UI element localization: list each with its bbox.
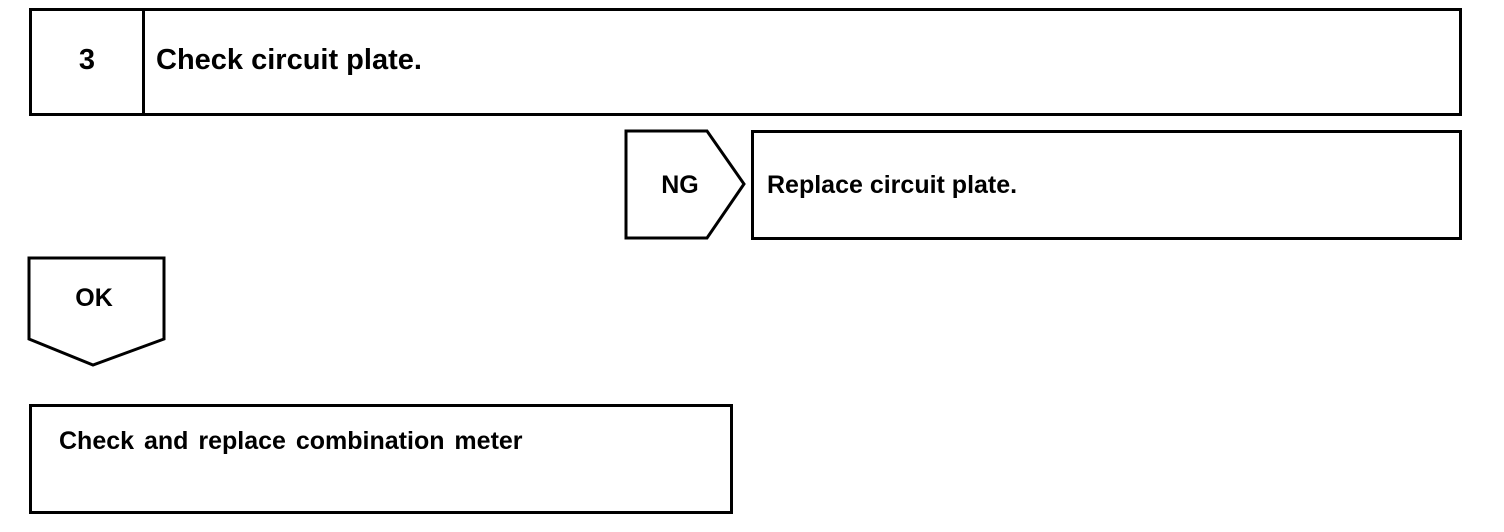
ok-action-text: Check and replace combination meter xyxy=(59,427,523,455)
step-header-box xyxy=(29,8,1462,116)
step-number: 3 xyxy=(78,44,96,76)
ok-arrow-tag xyxy=(27,256,166,367)
ng-action-box xyxy=(751,130,1462,240)
ng-arrow-tag xyxy=(624,129,746,240)
step-title: Check circuit plate. xyxy=(156,44,422,76)
step-number-cell xyxy=(29,8,145,116)
ng-label: NG xyxy=(661,171,699,199)
ng-action-text: Replace circuit plate. xyxy=(767,171,1018,199)
ok-label: OK xyxy=(75,284,113,312)
ok-action-box xyxy=(29,404,733,514)
